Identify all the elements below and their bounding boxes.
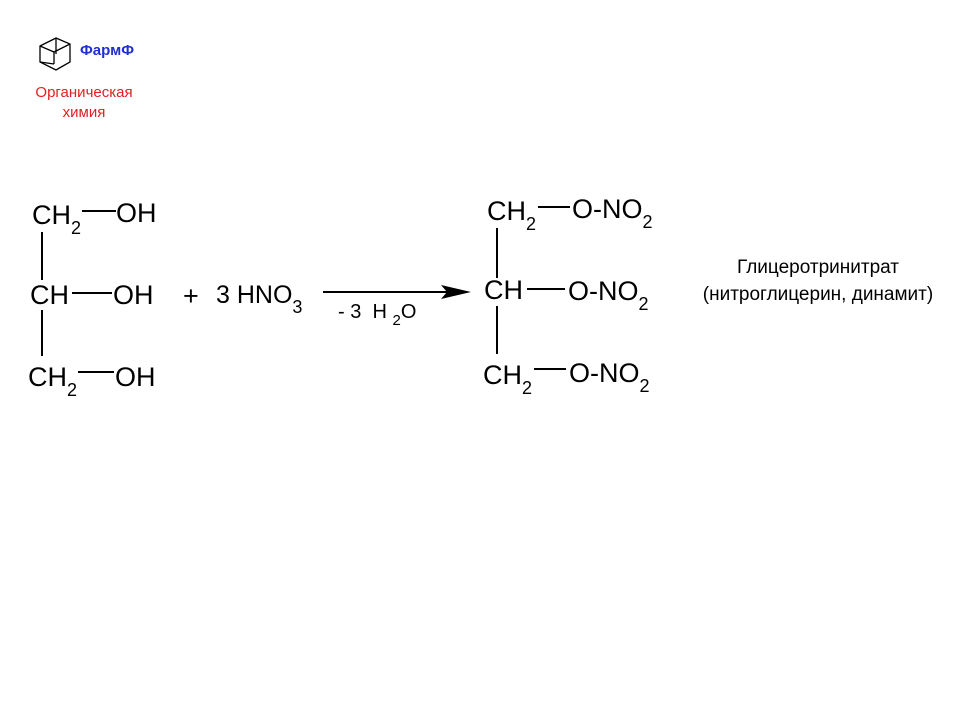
reactant-bond-h-2 [72,292,112,294]
product-group-1: O-NO2 [572,194,653,232]
product-atom-2: CH [484,275,523,305]
condition-o: O [400,301,417,323]
reactant-atom-2: CH [30,280,69,310]
reactant-atom-3: CH2 [28,362,78,400]
logo-name: ФармФ [80,42,135,59]
reactant-group-1: OH [116,198,157,228]
product-name-caption: Глицеротринитрат (нитроглицерин, динамит… [678,254,958,308]
adamantane-molecule-icon [39,37,71,71]
plus-sign: + [183,281,199,311]
reactant-atom-1: CH2 [32,200,82,238]
product-name-line2: (нитроглицерин, динамит) [702,284,934,305]
reagent-coefficient: 3 [216,281,230,309]
product-group-3: O-NO2 [569,358,650,396]
reactant-bond-h-1 [82,210,116,212]
logo-subject: Органическая химия [14,83,154,123]
reagent-formula: HNO [236,281,293,309]
reaction-condition: - 3 H 2O [338,300,417,329]
product-group-2: O-NO2 [568,276,649,314]
product-bond-v-1 [496,228,498,278]
reactant-bond-v-1 [41,232,43,280]
product-bond-h-3 [534,368,566,370]
reaction-arrow [323,285,471,299]
condition-coefficient: - 3 [338,301,362,323]
condition-subscript: 2 [392,312,401,329]
reagent-subscript: 3 [292,297,303,317]
logo-subject-line2: химия [62,104,106,121]
reactant-bond-v-2 [41,310,43,356]
condition-h: H [372,301,387,323]
product-atom-3: CH2 [483,360,533,398]
reactant-bond-h-3 [78,371,114,373]
product-bond-h-2 [527,288,565,290]
product-name-line1: Глицеротринитрат [737,257,899,278]
reactant-group-2: OH [113,280,154,310]
product-bond-v-2 [496,306,498,354]
product-atom-1: CH2 [487,196,537,234]
reactant-group-3: OH [115,362,156,392]
logo-subject-line1: Органическая [35,84,133,101]
product-bond-h-1 [538,206,570,208]
reagent-nitric-acid: 3 HNO3 [216,280,302,317]
